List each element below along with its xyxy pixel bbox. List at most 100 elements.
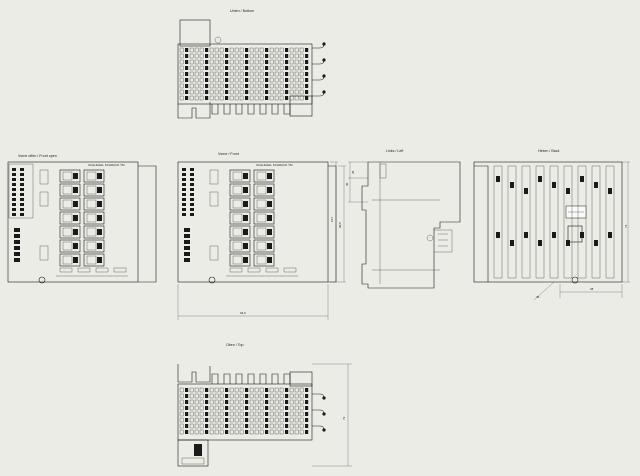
terminal-cell [219, 83, 224, 89]
terminal-cell [214, 411, 219, 417]
terminal-cell [305, 60, 309, 64]
terminal-cell [285, 60, 289, 64]
terminal-cell [239, 65, 244, 71]
terminal-cell [189, 47, 194, 53]
terminal-cell [294, 405, 299, 411]
terminal-cell [254, 53, 259, 59]
rail-slot [563, 165, 573, 279]
terminal-cell [185, 78, 189, 82]
terminal-cell [299, 399, 304, 405]
terminal-opening [256, 199, 267, 209]
terminal-cell [245, 424, 249, 428]
terminal-cell [229, 405, 234, 411]
terminal-cell [194, 417, 199, 423]
terminal-cell [285, 78, 289, 82]
terminal-cell [285, 84, 289, 88]
rail-clip [566, 188, 570, 194]
terminal-cell [209, 423, 214, 429]
terminal-cell [245, 90, 249, 94]
relay-block [59, 197, 81, 211]
terminal-cell [234, 387, 239, 393]
terminal-block [14, 234, 20, 238]
terminal-cell [239, 53, 244, 59]
terminal-cell [274, 59, 279, 65]
terminal-cell [289, 71, 294, 77]
rail-slot [535, 165, 545, 279]
terminal-cell [245, 72, 249, 76]
terminal-cell [259, 95, 264, 101]
terminal-cell [179, 77, 184, 83]
terminal-cell [219, 429, 224, 435]
terminal-cell [219, 77, 224, 83]
terminal-cell [189, 53, 194, 59]
terminal-cell [199, 393, 204, 399]
terminal-cell [179, 423, 184, 429]
rail-slot [521, 165, 531, 279]
terminal-cell [179, 47, 184, 53]
terminal-cell [214, 95, 219, 101]
indicator-led [12, 183, 16, 186]
terminal-cell [214, 393, 219, 399]
terminal-cell [269, 423, 274, 429]
terminal-cell [279, 47, 284, 53]
terminal-cell [185, 90, 189, 94]
terminal-cell [205, 400, 209, 404]
module-text-2: SCHLEGEL SCHRACK TM [256, 163, 293, 167]
terminal-cell [294, 77, 299, 83]
relay-block [253, 253, 275, 267]
terminal-cell [199, 83, 204, 89]
terminal-cell [179, 59, 184, 65]
terminal-cell [254, 77, 259, 83]
relay-block [59, 211, 81, 225]
relay-block [229, 225, 251, 239]
terminal-cell [179, 95, 184, 101]
terminal-cell [185, 48, 189, 52]
terminal-cell [259, 83, 264, 89]
bottom-view-label: Unten / Bottom [230, 9, 254, 13]
terminal-cell [219, 47, 224, 53]
terminal-cell [294, 95, 299, 101]
terminal-cell [285, 96, 289, 100]
terminal-cell [265, 90, 269, 94]
indicator-led [20, 203, 24, 206]
terminal-cell [239, 89, 244, 95]
terminal-cell [305, 72, 309, 76]
terminal-cell [194, 399, 199, 405]
terminal-cell [254, 47, 259, 53]
terminal-cell [245, 406, 249, 410]
terminal-cell [185, 400, 189, 404]
terminal-screw [97, 229, 102, 235]
terminal-cell [219, 59, 224, 65]
terminal-cell [219, 423, 224, 429]
terminal-cell [194, 71, 199, 77]
back-angle-dim: 45 [536, 295, 540, 299]
indicator-led [12, 188, 16, 191]
relay-block [229, 197, 251, 211]
terminal-cell [245, 54, 249, 58]
terminal-cell [274, 71, 279, 77]
terminal-cell [285, 430, 289, 434]
terminal-cell [179, 393, 184, 399]
terminal-cell [249, 405, 254, 411]
terminal-cell [289, 393, 294, 399]
terminal-screw [267, 187, 272, 193]
relay-block [83, 197, 105, 211]
terminal-opening [86, 255, 97, 265]
rail-slot [591, 165, 601, 279]
terminal-cell [299, 59, 304, 65]
foot [247, 104, 255, 115]
terminal-cell [194, 65, 199, 71]
terminal-cell [305, 424, 309, 428]
terminal-cell [274, 429, 279, 435]
terminal-opening [62, 255, 73, 265]
terminal-cell [199, 89, 204, 95]
terminal-cell [289, 411, 294, 417]
terminal-cell [299, 405, 304, 411]
terminal-cell [285, 54, 289, 58]
terminal-cell [189, 411, 194, 417]
terminal-screw [73, 187, 78, 193]
terminal-cell [289, 423, 294, 429]
terminal-cell [185, 424, 189, 428]
terminal-cell [219, 417, 224, 423]
terminal-cell [279, 405, 284, 411]
